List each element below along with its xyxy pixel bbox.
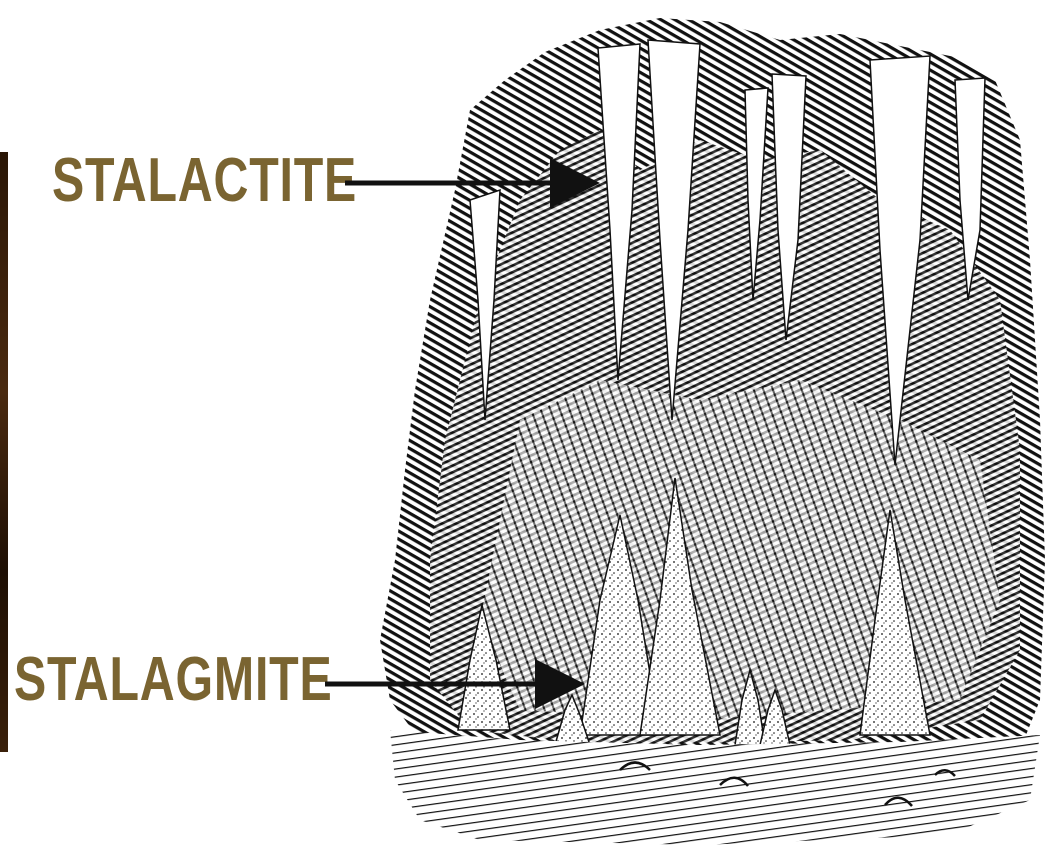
cave-floor [390,730,1040,845]
